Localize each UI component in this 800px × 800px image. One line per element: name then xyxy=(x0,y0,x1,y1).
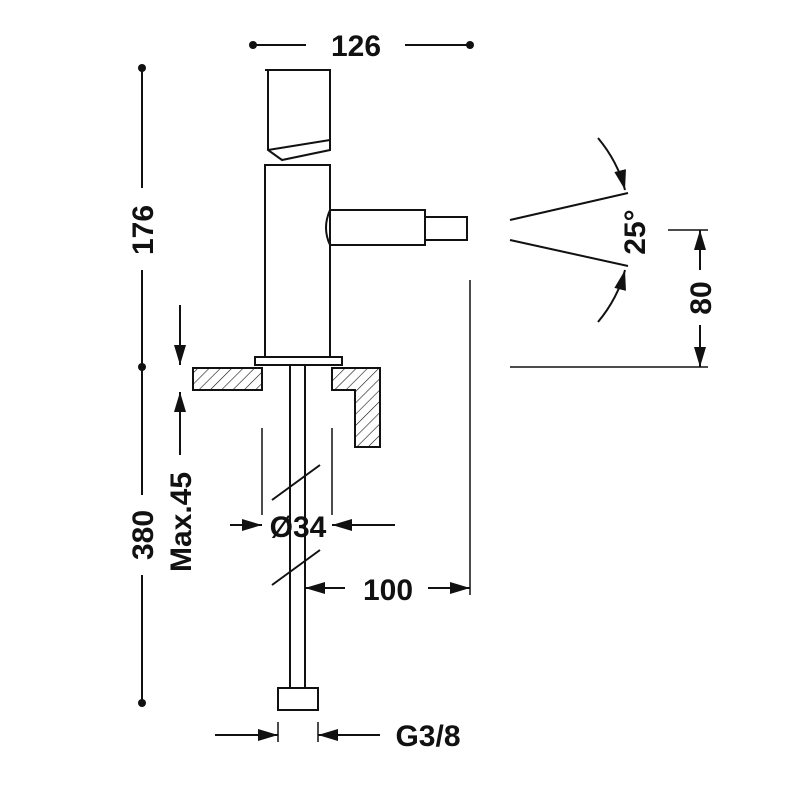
label-diameter: Ø34 xyxy=(270,511,327,544)
label-max45: Max.45 xyxy=(165,472,198,572)
label-angle: 25° xyxy=(619,209,652,254)
dimension-connection: G3/8 xyxy=(215,720,461,753)
handle xyxy=(265,69,331,162)
dimension-left: 176 380 xyxy=(127,64,160,707)
dimension-angle: 25° xyxy=(509,137,652,323)
dimension-width: 126 xyxy=(249,30,474,63)
dimension-spout-height: 80 xyxy=(510,229,718,368)
mixer xyxy=(254,69,468,366)
label-80: 80 xyxy=(685,281,718,314)
body xyxy=(264,164,331,358)
base-plate xyxy=(254,356,343,366)
dimension-reach: 100 xyxy=(305,280,471,607)
dimension-max-thickness: Max.45 xyxy=(165,305,198,572)
label-g38: G3/8 xyxy=(395,720,460,753)
connector xyxy=(277,687,319,711)
supply-pipe xyxy=(271,365,321,711)
label-380: 380 xyxy=(127,510,160,560)
countertop xyxy=(192,367,381,448)
nozzle xyxy=(424,216,468,241)
dimension-diameter: Ø34 xyxy=(230,428,395,544)
label-100: 100 xyxy=(363,574,413,607)
spout xyxy=(325,209,426,246)
label-176: 176 xyxy=(127,205,160,255)
label-126: 126 xyxy=(331,30,381,63)
